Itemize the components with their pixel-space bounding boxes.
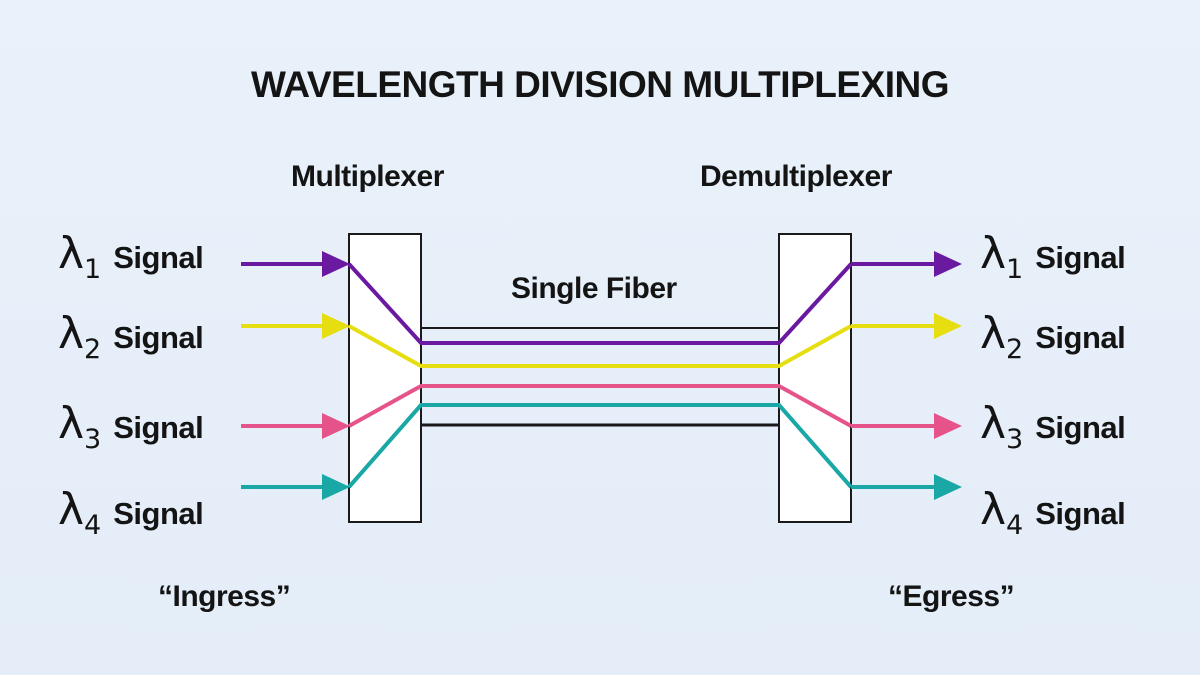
egress-arrowhead-1 (934, 251, 962, 277)
signal-word: Signal (1035, 240, 1126, 275)
diagram-title: WAVELENGTH DIVISION MULTIPLEXING (251, 64, 949, 105)
signal-word: Signal (113, 320, 204, 355)
lambda-symbol: λ (58, 308, 85, 359)
lambda-symbol: λ (980, 398, 1007, 449)
ingress-arrowhead-4 (322, 474, 350, 500)
signal-word: Signal (113, 410, 204, 445)
ingress-arrowhead-3 (322, 413, 350, 439)
lambda-subscript: 1 (84, 254, 102, 285)
single-fiber-label: Single Fiber (511, 272, 677, 305)
ingress-signal-3-label: λ 3 Signal (58, 398, 204, 454)
egress-signal-3-label: λ 3 Signal (980, 398, 1126, 454)
egress-arrowhead-2 (934, 313, 962, 339)
channel-line-3 (348, 384, 852, 428)
lambda-symbol: λ (980, 484, 1007, 535)
channel-line-2 (348, 324, 852, 368)
ingress-signal-2-label: λ 2 Signal (58, 308, 204, 364)
ingress-arrowhead-2 (322, 313, 350, 339)
lambda-subscript: 2 (84, 334, 102, 365)
lambda-subscript: 1 (1006, 254, 1024, 285)
channel-line-4 (347, 403, 853, 489)
multiplexer-label: Multiplexer (291, 160, 444, 193)
signal-word: Signal (1035, 320, 1126, 355)
egress-arrowhead-3 (934, 413, 962, 439)
lambda-symbol: λ (980, 228, 1007, 279)
egress-signal-4-label: λ 4 Signal (980, 484, 1126, 540)
egress-label: “Egress” (888, 580, 1015, 613)
lambda-subscript: 3 (1006, 424, 1024, 455)
lambda-subscript: 3 (84, 424, 102, 455)
signal-3-path (241, 384, 962, 439)
signal-word: Signal (113, 240, 204, 275)
ingress-arrowhead-1 (322, 251, 350, 277)
lambda-subscript: 2 (1006, 334, 1024, 365)
lambda-subscript: 4 (84, 510, 102, 541)
signal-word: Signal (1035, 496, 1126, 531)
ingress-signal-1-label: λ 1 Signal (58, 228, 204, 284)
signal-word: Signal (113, 496, 204, 531)
lambda-symbol: λ (58, 398, 85, 449)
signal-word: Signal (1035, 410, 1126, 445)
ingress-label: “Ingress” (158, 580, 291, 613)
lambda-subscript: 4 (1006, 510, 1024, 541)
lambda-symbol: λ (58, 484, 85, 535)
egress-signal-1-label: λ 1 Signal (980, 228, 1126, 284)
signal-1-path (241, 251, 962, 345)
lambda-symbol: λ (980, 308, 1007, 359)
egress-signal-2-label: λ 2 Signal (980, 308, 1126, 364)
channel-line-1 (347, 262, 853, 345)
demultiplexer-box (778, 233, 852, 523)
demultiplexer-label: Demultiplexer (700, 160, 892, 193)
egress-arrowhead-4 (934, 474, 962, 500)
signal-4-path (241, 403, 962, 500)
ingress-signal-4-label: λ 4 Signal (58, 484, 204, 540)
lambda-symbol: λ (58, 228, 85, 279)
signal-2-path (241, 313, 962, 368)
